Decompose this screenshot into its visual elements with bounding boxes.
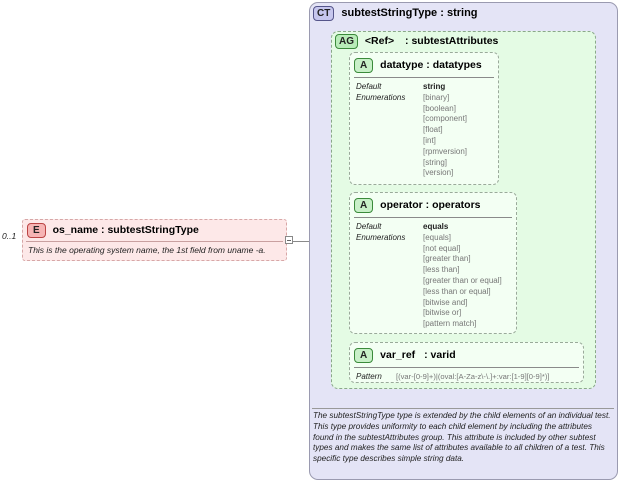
complex-type-header: CT subtestStringType : string: [313, 6, 478, 24]
connector-line: [287, 241, 309, 242]
enumeration-value: [boolean]: [423, 103, 456, 113]
enumeration-value: [equals]: [423, 232, 452, 242]
enumeration-value: [bitwise and]: [423, 297, 468, 307]
element-header: E os_name : subtestStringType: [27, 223, 199, 238]
enumeration-value: [float]: [423, 125, 443, 135]
divider: [26, 241, 283, 242]
complex-type-badge: CT: [313, 6, 335, 21]
attribute-badge: A: [354, 58, 374, 73]
enumeration-value: [not equal]: [423, 243, 461, 253]
enumerations-label: Enumerations: [356, 92, 406, 102]
enumeration-value: [component]: [423, 114, 468, 124]
divider: [354, 367, 579, 368]
element-description: This is the operating system name, the 1…: [28, 245, 266, 255]
enumeration-value: [binary]: [423, 92, 450, 102]
enumeration-value: [bitwise or]: [423, 308, 462, 318]
attribute-badge: A: [354, 198, 374, 213]
element-badge: E: [27, 223, 46, 238]
enumeration-value: [less than]: [423, 265, 460, 275]
divider: [354, 77, 494, 78]
enumeration-value: [string]: [423, 157, 448, 167]
enumeration-value: [less than or equal]: [423, 286, 491, 296]
attribute-header: A operator : operators: [354, 198, 481, 213]
enumeration-value: [greater than]: [423, 254, 471, 264]
attribute-badge: A: [354, 348, 374, 363]
cardinality-label: 0..1: [2, 231, 17, 241]
attribute-type: varid: [430, 349, 456, 361]
minus-icon: [287, 240, 291, 241]
complex-type-name: subtestStringType: [341, 7, 438, 19]
attribute-datatype[interactable]: A datatype : datatypes Default Enumerati…: [349, 52, 499, 185]
enumeration-value: [int]: [423, 135, 436, 145]
default-value: string: [423, 82, 446, 91]
enumeration-value: [rpmversion]: [423, 146, 468, 156]
attribute-name: operator: [380, 199, 423, 211]
enumerations-label: Enumerations: [356, 232, 406, 242]
attribute-operator[interactable]: A operator : operators Default Enumerati…: [349, 192, 517, 334]
enumeration-list: [equals] [not equal] [greater than] [les…: [423, 233, 502, 330]
attribute-group-header: AG <Ref> : subtestAttributes: [335, 34, 498, 49]
pattern-value: [(var-[0-9]+)|(oval:[A-Za-z\-\.]+:var:[1…: [396, 372, 550, 381]
attribute-group-badge: AG: [335, 34, 358, 49]
attribute-type: operators: [432, 199, 481, 211]
complex-type-description: The subtestStringType type is extended b…: [313, 411, 611, 464]
enumeration-list: [binary] [boolean] [component] [float] […: [423, 93, 467, 179]
element-name: os_name: [52, 224, 99, 236]
attribute-header: A datatype : datatypes: [354, 58, 482, 73]
divider: [354, 217, 512, 218]
element-box[interactable]: E os_name : subtestStringType This is th…: [22, 219, 287, 261]
divider: [312, 408, 614, 409]
attribute-group-name: subtestAttributes: [411, 35, 499, 47]
attribute-name: var_ref: [380, 349, 416, 361]
attribute-var-ref[interactable]: A var_ref : varid Pattern [(var-[0-9]+)|…: [349, 342, 584, 383]
pattern-label: Pattern: [356, 372, 382, 381]
default-value: equals: [423, 222, 449, 231]
default-label: Default: [356, 222, 382, 231]
attribute-name: datatype: [380, 59, 424, 71]
default-label: Default: [356, 82, 382, 91]
enumeration-value: [greater than or equal]: [423, 275, 502, 285]
element-type: subtestStringType: [107, 224, 199, 236]
attribute-header: A var_ref : varid: [354, 348, 456, 363]
enumeration-value: [version]: [423, 168, 454, 178]
attribute-group-ref: <Ref>: [364, 35, 395, 47]
complex-type-base: string: [446, 7, 478, 19]
attribute-type: datatypes: [432, 59, 482, 71]
expand-toggle[interactable]: [285, 236, 293, 244]
enumeration-value: [pattern match]: [423, 319, 477, 329]
